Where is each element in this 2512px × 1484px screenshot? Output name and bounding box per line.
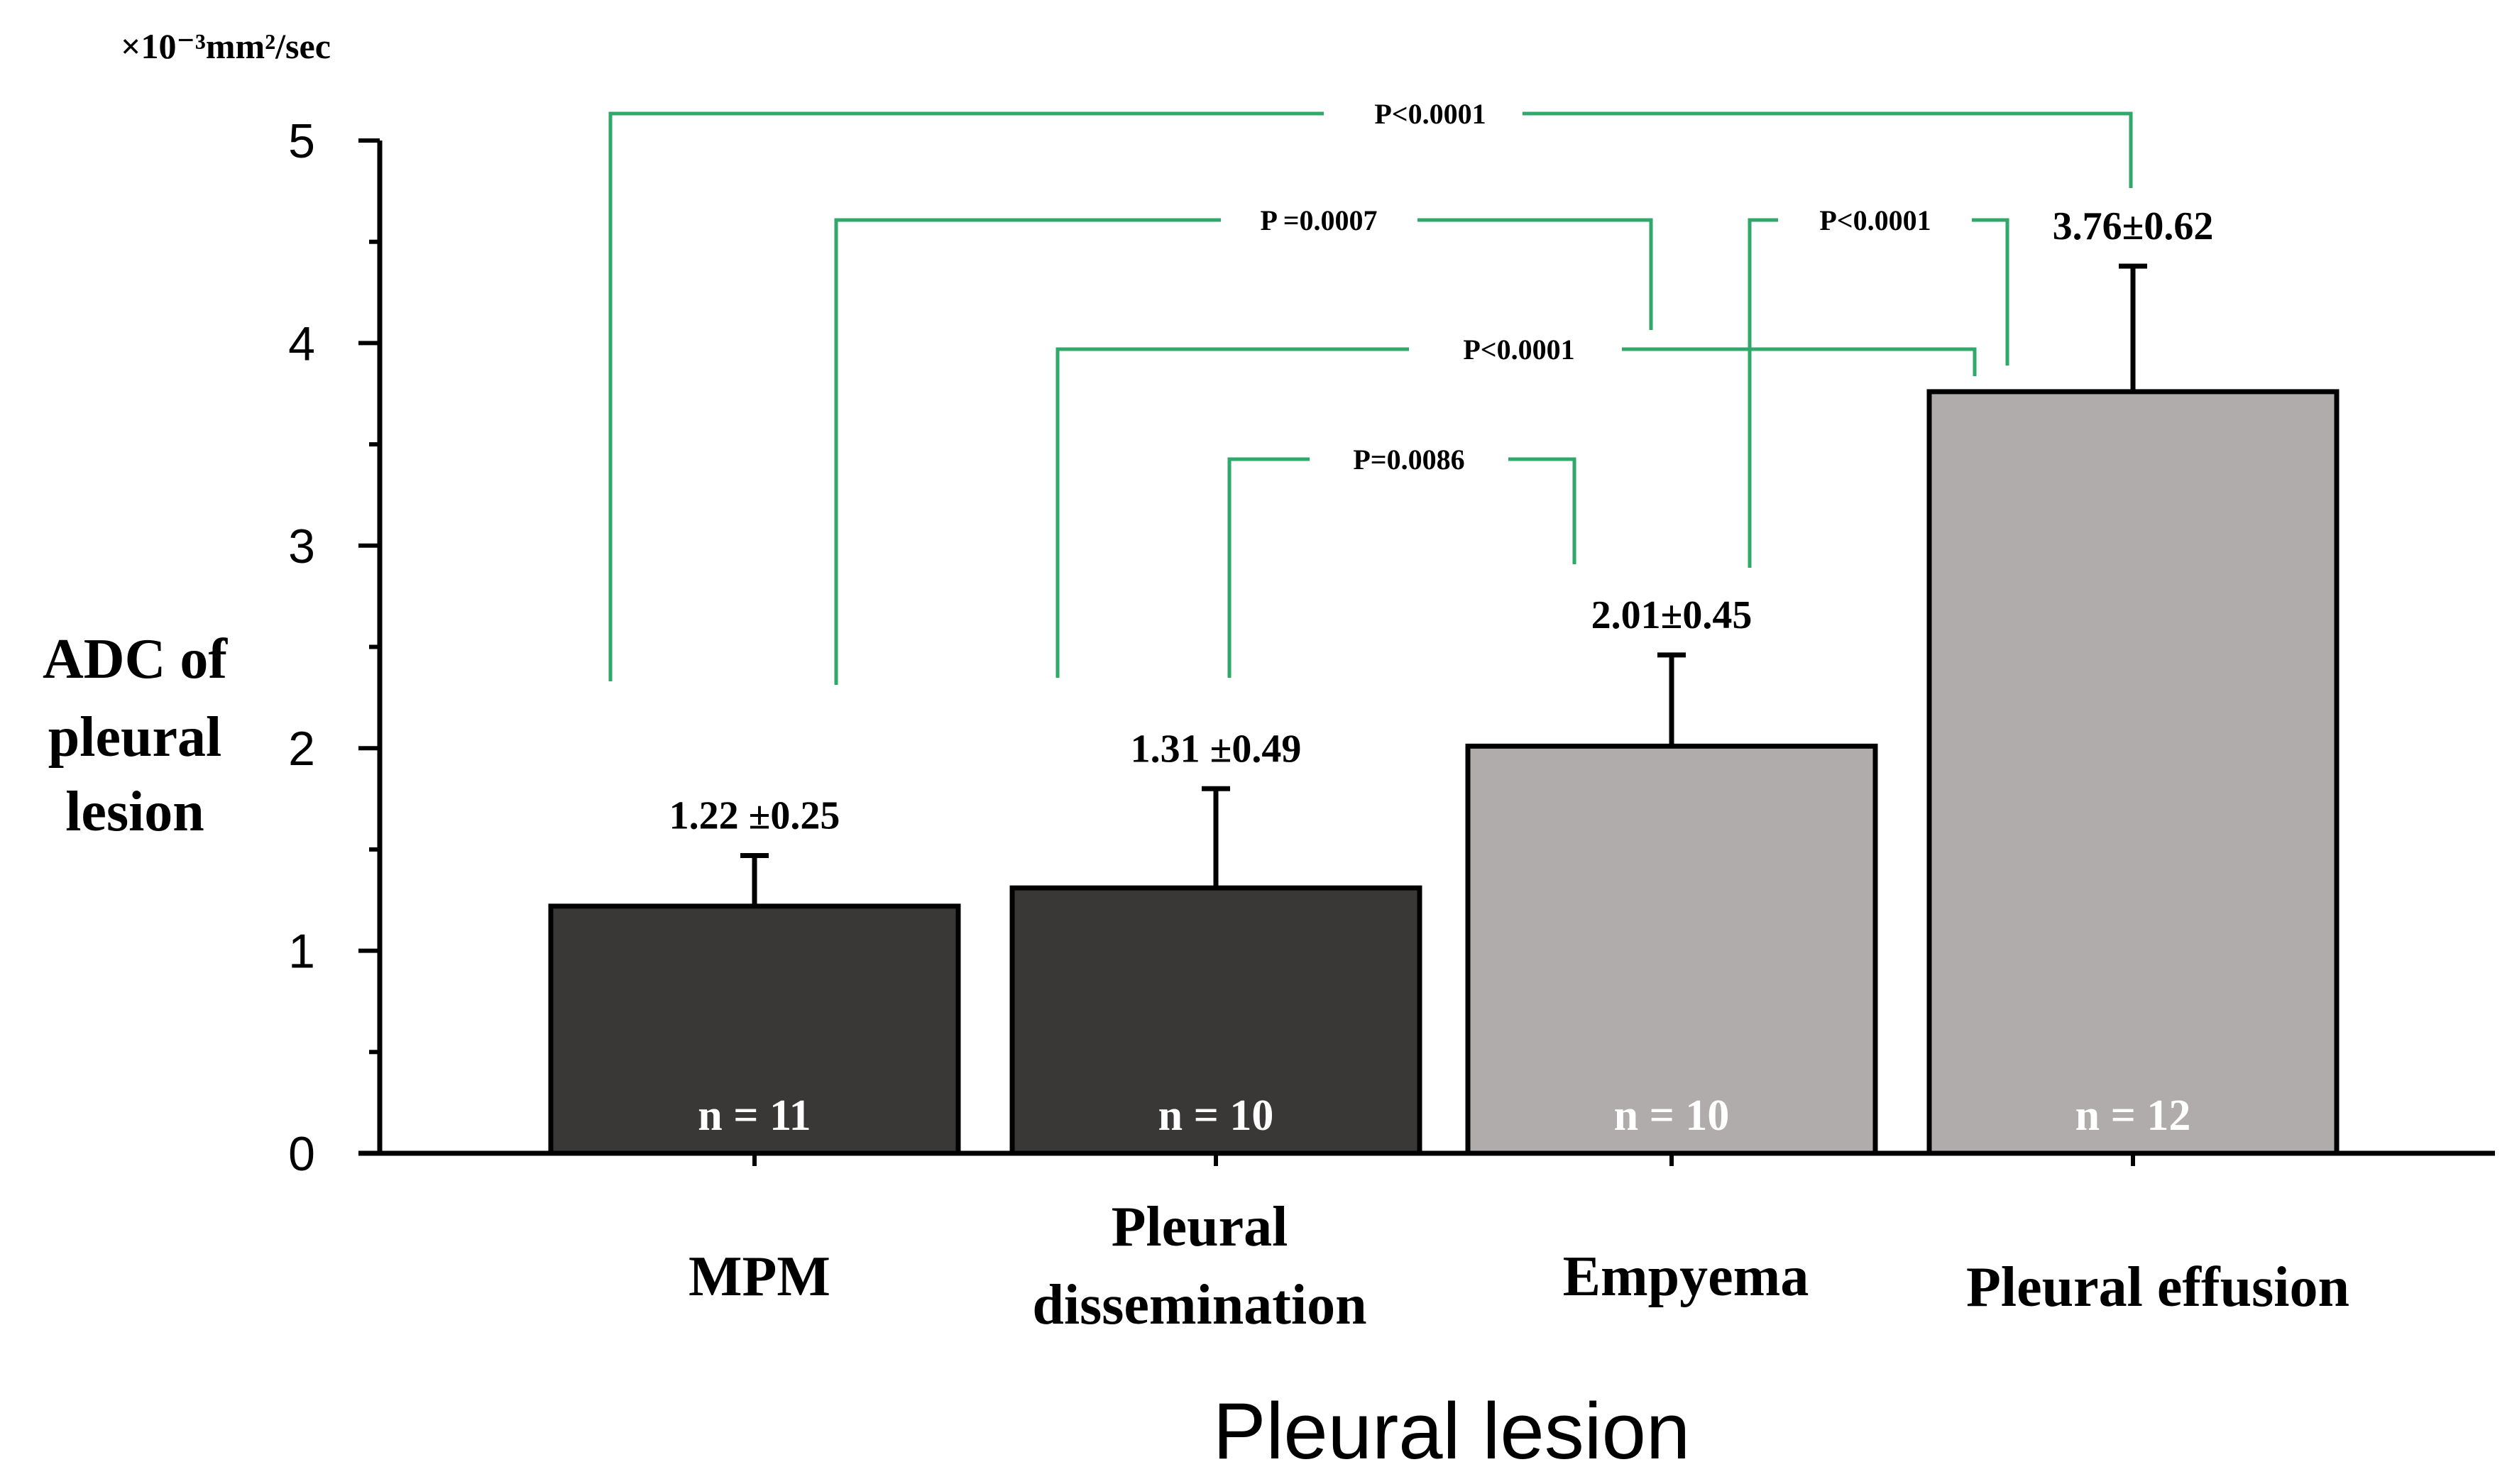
n-label: n = 10 bbox=[1158, 1092, 1274, 1140]
bar bbox=[1465, 743, 1878, 1156]
value-label: 2.01±0.45 bbox=[1591, 593, 1753, 637]
bracket-right bbox=[1622, 347, 1977, 376]
bracket-left bbox=[1748, 218, 1778, 568]
y-axis-label: lesion bbox=[65, 781, 204, 843]
bars bbox=[548, 263, 2340, 1156]
value-label: 3.76±0.62 bbox=[2053, 204, 2214, 248]
category-label: dissemination bbox=[1032, 1274, 1366, 1336]
n-label: n = 11 bbox=[698, 1092, 811, 1140]
y-tick-label: 2 bbox=[288, 722, 315, 776]
axes: 0 1 2 3 4 5 bbox=[288, 114, 2495, 1181]
category-label: Pleural bbox=[1112, 1196, 1288, 1258]
y-tick-label: 5 bbox=[288, 114, 315, 168]
category-label: MPM bbox=[689, 1246, 830, 1308]
y-tick-label: 4 bbox=[288, 317, 315, 370]
p-value-label: P =0.0007 bbox=[1260, 204, 1377, 236]
bracket-left bbox=[1227, 457, 1310, 678]
bracket-left bbox=[608, 111, 1324, 681]
n-label: n = 12 bbox=[2075, 1092, 2191, 1140]
y-axis-label: pleural bbox=[48, 706, 221, 769]
bar bbox=[548, 903, 961, 1156]
category-label: Empyema bbox=[1563, 1246, 1809, 1308]
p-value-label: P=0.0086 bbox=[1353, 444, 1464, 476]
value-label: 1.31 ±0.49 bbox=[1131, 727, 1302, 771]
bracket-right bbox=[1417, 218, 1653, 330]
n-label: n = 10 bbox=[1614, 1092, 1730, 1140]
category-label: Pleural effusion bbox=[1966, 1256, 2349, 1319]
p-value-label: P<0.0001 bbox=[1463, 334, 1574, 365]
labels: 1.22 ±0.25 n = 11 1.31 ±0.49 n = 10 2.01±0.4… bbox=[43, 26, 2349, 1475]
y-axis-label: ADC of bbox=[43, 628, 228, 691]
y-tick-label: 1 bbox=[288, 925, 315, 979]
bar bbox=[1926, 389, 2340, 1156]
p-value-label: P<0.0001 bbox=[1819, 204, 1931, 236]
bracket-left bbox=[1055, 347, 1409, 678]
bracket-right bbox=[1972, 218, 2009, 365]
y-tick-label: 3 bbox=[288, 520, 315, 573]
bracket-right bbox=[1508, 457, 1576, 564]
units-label: ×10⁻³mm²/sec bbox=[121, 26, 331, 66]
p-value-label: P<0.0001 bbox=[1374, 98, 1486, 130]
y-tick-label: 0 bbox=[288, 1127, 315, 1181]
x-axis-label: Pleural lesion bbox=[1213, 1387, 1690, 1475]
bracket-right bbox=[1523, 111, 2133, 188]
bracket-left bbox=[834, 218, 1221, 685]
value-label: 1.22 ±0.25 bbox=[669, 793, 840, 837]
